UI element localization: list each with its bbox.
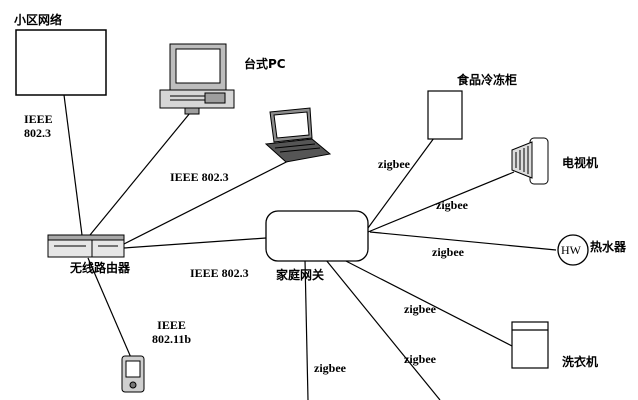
link-gateway-tv (367, 171, 515, 233)
desktop-pc-icon (159, 43, 235, 115)
food-freezer-label: 食品冷冻柜 (457, 73, 518, 87)
community-router-link-label-1: IEEE (24, 112, 53, 126)
food-freezer-box (427, 90, 463, 140)
washing-machine-label: 洗衣机 (562, 355, 599, 369)
link-router-gateway (123, 237, 267, 249)
router-gateway-link-label: IEEE 802.3 (190, 266, 249, 280)
link-gateway-heater (369, 231, 557, 251)
wireless-router-label: 无线路由器 (70, 261, 131, 275)
link-gateway-washer (339, 257, 513, 347)
wireless-router-icon (47, 234, 125, 258)
link-gateway-bottom-left (304, 259, 309, 400)
tv-icon (511, 137, 549, 185)
link-community-router (63, 94, 83, 236)
washing-machine-icon (511, 321, 549, 369)
pda-link-label: IEEE 802.11b (152, 318, 191, 346)
community-network-box (15, 29, 107, 96)
bottom-left-link-label: zigbee (314, 361, 346, 375)
desktop-pc-label: 台式PC (244, 57, 286, 71)
community-network-label: 小区网络 (14, 13, 63, 27)
pda-link-label-2: 802.11b (152, 332, 192, 346)
home-gateway-box (265, 210, 369, 262)
pda-link-label-1: IEEE (157, 318, 186, 332)
heater-link-label: zigbee (432, 245, 464, 259)
laptop-router-link-label: IEEE 802.3 (170, 170, 229, 184)
link-gateway-bottom-mid (325, 259, 441, 400)
link-laptop-router (123, 149, 311, 245)
bottom-mid-link-label: zigbee (404, 352, 436, 366)
pda-icon (121, 355, 145, 393)
tv-link-label: zigbee (436, 198, 468, 212)
community-router-link-label: IEEE 802.3 (24, 112, 53, 140)
water-heater-badge: HW (561, 243, 581, 257)
link-router-pda (87, 257, 133, 361)
water-heater-icon (557, 234, 589, 266)
link-gateway-freezer (367, 137, 435, 229)
laptop-icon (264, 107, 332, 163)
home-gateway-label: 家庭网关 (276, 268, 325, 282)
tv-label: 电视机 (562, 156, 599, 170)
washer-link-label: zigbee (404, 302, 436, 316)
freezer-link-label: zigbee (378, 157, 410, 171)
link-pc-router (89, 112, 191, 236)
community-router-link-label-2: 802.3 (24, 126, 51, 140)
water-heater-label: 热水器 (590, 240, 627, 254)
